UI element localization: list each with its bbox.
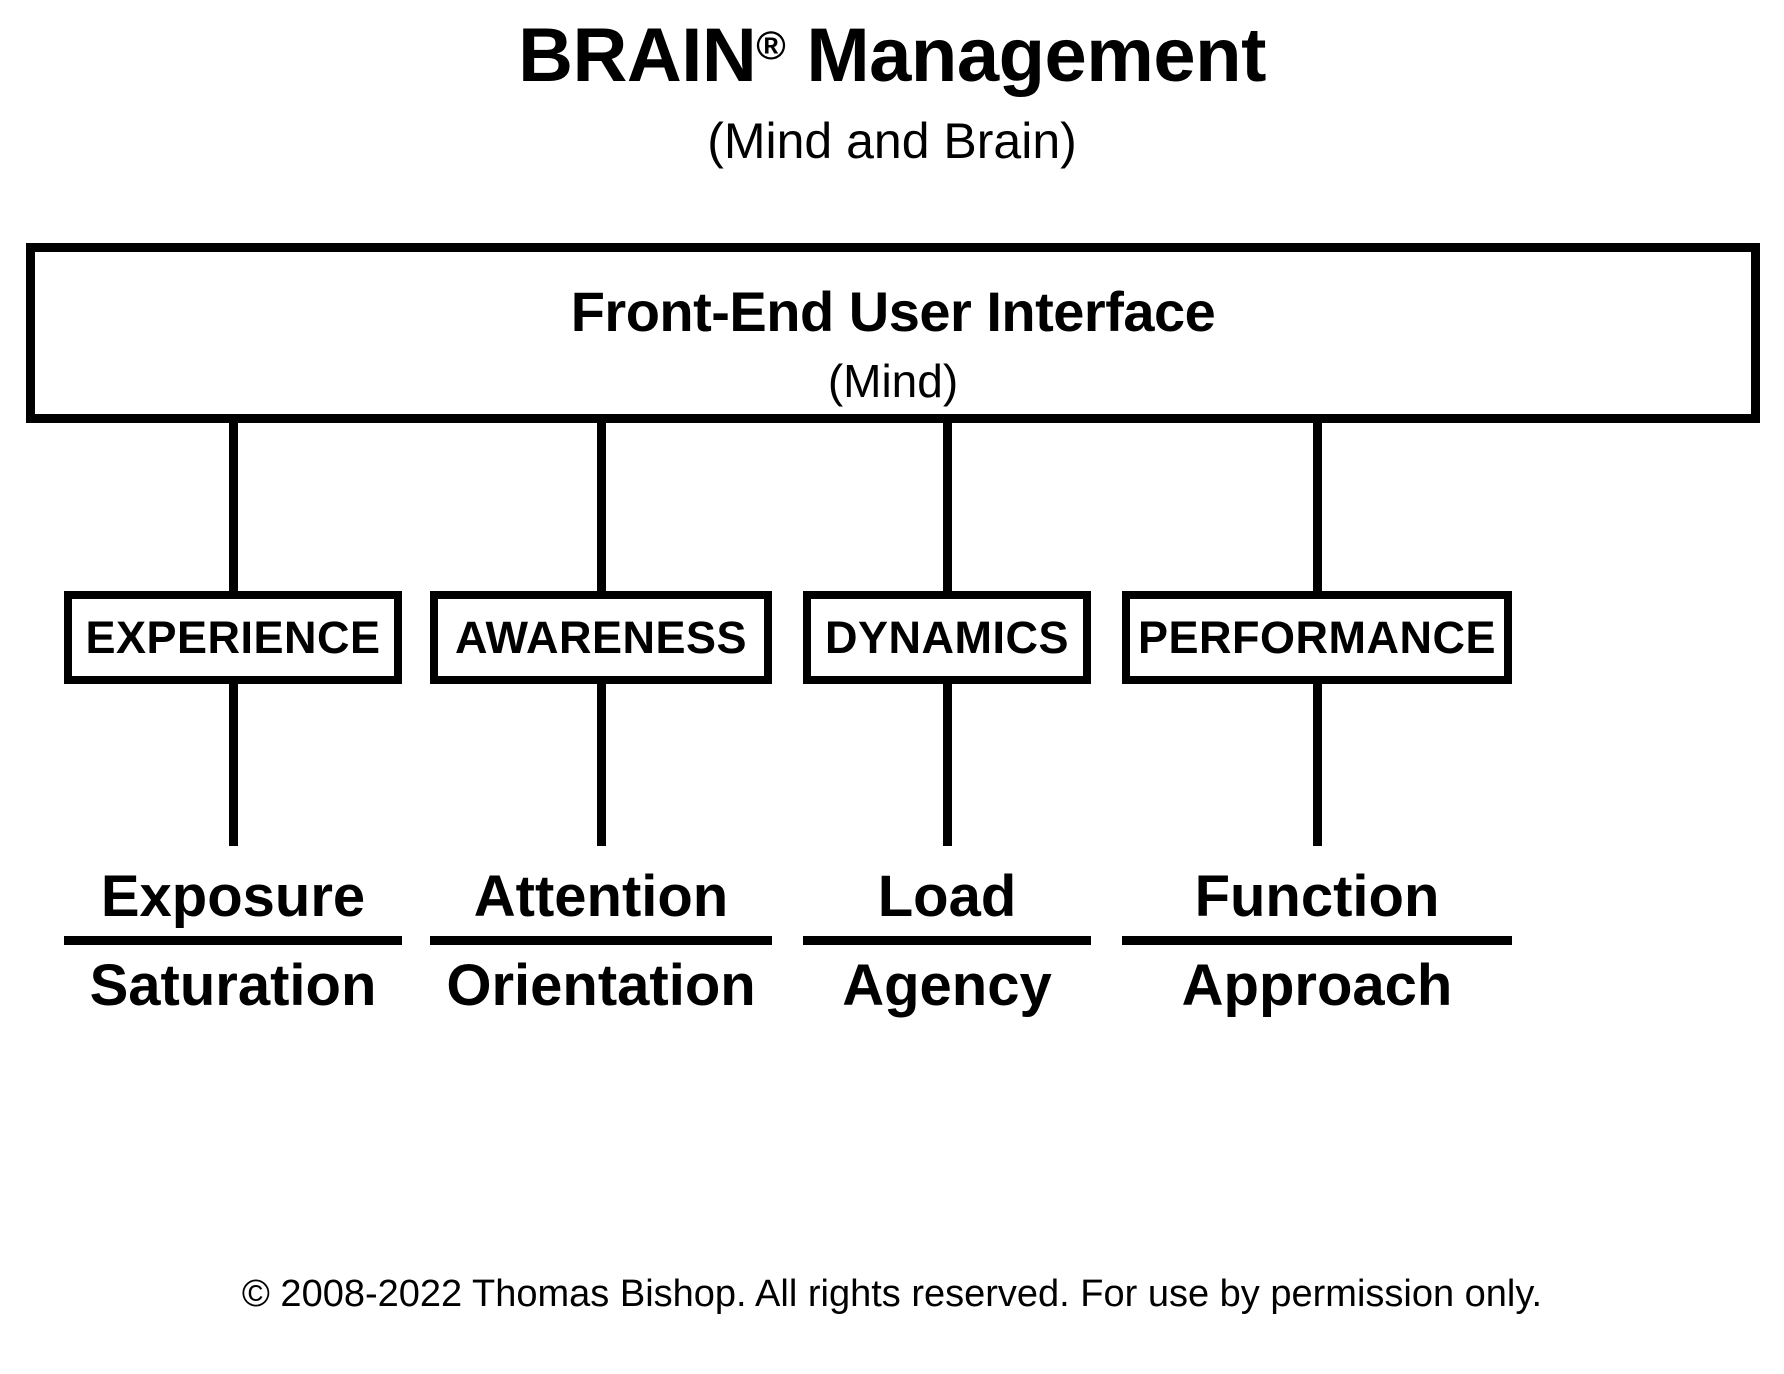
root-node-title: Front-End User Interface bbox=[570, 280, 1216, 343]
category-box-dynamics: DYNAMICS bbox=[803, 591, 1091, 684]
metric-numerator: Load bbox=[877, 864, 1017, 929]
metric-divider-rule bbox=[803, 936, 1091, 945]
connector-root-to-performance bbox=[1313, 418, 1322, 591]
connector-performance-to-metrics bbox=[1313, 684, 1322, 846]
page-title-rest: Management bbox=[785, 13, 1266, 98]
connector-root-to-dynamics bbox=[943, 418, 952, 591]
metric-divider-rule bbox=[1122, 936, 1512, 945]
category-box-performance: PERFORMANCE bbox=[1122, 591, 1512, 684]
root-node-subtitle: (Mind) bbox=[827, 355, 959, 407]
page-title: BRAIN® Management bbox=[0, 0, 1784, 94]
category-box-experience: EXPERIENCE bbox=[64, 591, 402, 684]
metric-denominator: Orientation bbox=[446, 953, 756, 1018]
connector-awareness-to-metrics bbox=[597, 684, 606, 846]
category-label: AWARENESS bbox=[454, 612, 748, 663]
connector-root-to-awareness bbox=[597, 418, 606, 591]
metric-divider-rule bbox=[64, 936, 402, 945]
registered-trademark-icon: ® bbox=[756, 24, 786, 68]
metric-numerator: Attention bbox=[473, 864, 729, 929]
metric-denominator: Approach bbox=[1181, 953, 1453, 1018]
metric-denominator: Agency bbox=[842, 953, 1052, 1018]
connector-dynamics-to-metrics bbox=[943, 684, 952, 846]
connector-root-to-experience bbox=[229, 418, 238, 591]
category-label: DYNAMICS bbox=[824, 612, 1069, 663]
page-subtitle: (Mind and Brain) bbox=[707, 113, 1077, 169]
metric-denominator: Saturation bbox=[89, 953, 377, 1018]
category-label: PERFORMANCE bbox=[1137, 612, 1496, 663]
category-box-awareness: AWARENESS bbox=[430, 591, 772, 684]
title-block: BRAIN® Management (Mind and Brain) bbox=[0, 0, 1784, 169]
root-node-front-end-user-interface: Front-End User Interface (Mind) bbox=[26, 243, 1760, 423]
category-label: EXPERIENCE bbox=[85, 612, 381, 663]
metric-divider-rule bbox=[430, 936, 772, 945]
page-title-main: BRAIN bbox=[518, 13, 757, 98]
metric-numerator: Function bbox=[1194, 864, 1440, 929]
connector-experience-to-metrics bbox=[229, 684, 238, 846]
metric-numerator: Exposure bbox=[100, 864, 366, 929]
copyright-notice: © 2008-2022 Thomas Bishop. All rights re… bbox=[241, 1273, 1543, 1315]
